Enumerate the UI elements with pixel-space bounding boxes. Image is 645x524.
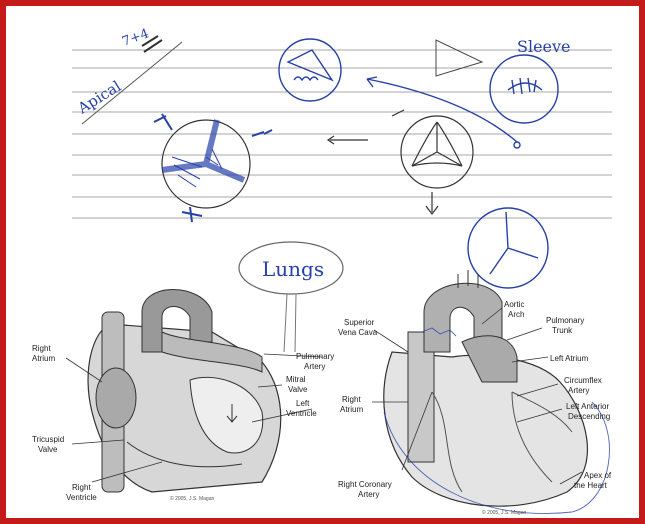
- left-valve-sketch: [154, 114, 272, 222]
- label-circumflex-artery-1: Circumflex: [564, 376, 602, 385]
- worksheet: Apical 7+4 Sleeve Lungs: [12, 12, 645, 524]
- label-right-ventricle-1: Right: [72, 483, 91, 492]
- label-apex-2: the Heart: [574, 481, 608, 490]
- label-lad-2: Descending: [568, 412, 610, 421]
- left-heart-illustration: [88, 290, 281, 493]
- label-right-atrium-1: Right: [32, 344, 51, 353]
- sleeve-cone-sketch: [436, 40, 482, 76]
- label-right-atrium-2: Atrium: [32, 354, 55, 363]
- label-mitral-valve-2: Valve: [288, 385, 308, 394]
- diagram-canvas: Apical 7+4 Sleeve Lungs: [12, 12, 645, 524]
- label-superior-vena-cava-1: Superior: [344, 318, 375, 327]
- label-aortic-arch-2: Arch: [508, 310, 524, 319]
- label-right-atrium-ext-1: Right: [342, 395, 361, 404]
- right-heart-copyright: © 2005, J.S. Magan: [482, 509, 526, 516]
- label-left-ventricle-1: Left: [296, 399, 310, 408]
- label-tricuspid-valve-2: Valve: [38, 445, 58, 454]
- label-circumflex-artery-2: Artery: [568, 386, 589, 395]
- label-pulmonary-trunk-1: Pulmonary: [546, 316, 584, 325]
- center-valve-sketch: [328, 110, 473, 214]
- left-heart-copyright: © 2005, J.S. Magan: [170, 495, 214, 502]
- right-heart-illustration: [384, 270, 588, 506]
- label-right-atrium-ext-2: Atrium: [340, 405, 363, 414]
- ruled-lines: [72, 50, 612, 218]
- handwritten-sleeve: Sleeve: [517, 37, 571, 56]
- label-left-ventricle-2: Ventricle: [286, 409, 317, 418]
- label-superior-vena-cava-2: Vena Cava: [338, 328, 378, 337]
- label-apex-1: Apex of: [584, 471, 612, 480]
- label-mitral-valve-1: Mitral: [286, 375, 306, 384]
- label-pulmonary-artery-2: Artery: [304, 362, 325, 371]
- label-right-ventricle-2: Ventricle: [66, 493, 97, 502]
- label-right-coronary-1: Right Coronary: [338, 480, 392, 489]
- label-left-atrium: Left Atrium: [550, 354, 589, 363]
- label-pulmonary-trunk-2: Trunk: [552, 326, 573, 335]
- label-right-coronary-2: Artery: [358, 490, 379, 499]
- lungs-text: Lungs: [262, 257, 324, 281]
- label-tricuspid-valve-1: Tricuspid: [32, 435, 64, 444]
- label-aortic-arch-1: Aortic: [504, 300, 524, 309]
- label-lad-1: Left Anterior: [566, 402, 609, 411]
- handwritten-date: 7+4: [120, 26, 151, 49]
- label-pulmonary-artery-1: Pulmonary: [296, 352, 334, 361]
